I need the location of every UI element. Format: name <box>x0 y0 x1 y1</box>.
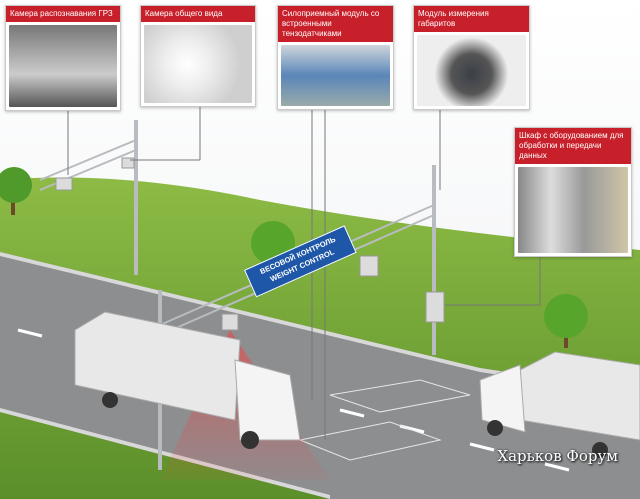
equipment-cabinet-photo-icon <box>518 167 628 253</box>
card-label: Модуль измерения габаритов <box>414 6 529 32</box>
truck-left <box>74 311 301 449</box>
card-overview-camera: Камера общего вида <box>140 5 256 107</box>
watermark: Харьков Форум <box>497 447 618 465</box>
card-equipment-cabinet: Шкаф с оборудованием для обработки и пер… <box>514 127 632 257</box>
card-dimension-module: Модуль измерения габаритов <box>413 5 530 110</box>
card-label: Силоприемный модуль со встроенными тензо… <box>278 6 393 42</box>
dimension-scanner-photo-icon <box>417 35 526 106</box>
roadside-devices <box>55 157 445 331</box>
plate-recognition-camera-photo-icon <box>9 25 117 107</box>
overview-camera-photo-icon <box>144 25 252 103</box>
card-label: Камера общего вида <box>141 6 255 22</box>
card-plate-camera: Камера распознавания ГРЗ <box>5 5 121 111</box>
weigh-sensors <box>298 379 471 461</box>
tree <box>0 167 32 215</box>
tree <box>544 294 588 348</box>
card-label: Шкаф с оборудованием для обработки и пер… <box>515 128 631 164</box>
weigh-module-photo-icon <box>281 45 390 106</box>
card-label: Камера распознавания ГРЗ <box>6 6 120 22</box>
card-weigh-module: Силоприемный модуль со встроенными тензо… <box>277 5 394 110</box>
truck-right <box>479 351 640 458</box>
